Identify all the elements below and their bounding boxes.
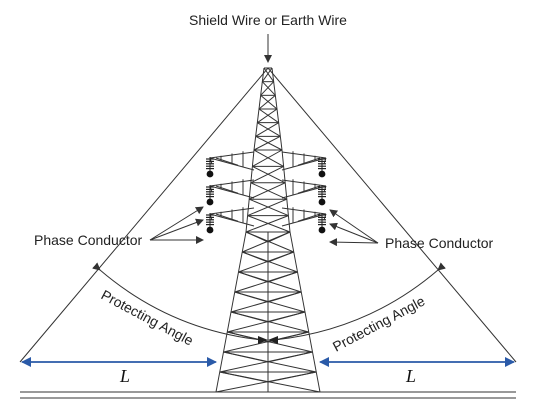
lattice-member: [252, 165, 286, 184]
distance-label-right: L: [405, 366, 416, 386]
conductor-dot-icon: [318, 226, 326, 234]
phase-conductor-label-left: Phase Conductor: [34, 232, 143, 248]
lattice-member: [263, 67, 275, 82]
lattice-member: [253, 149, 284, 167]
lattice-member: [267, 271, 298, 283]
protecting-angle-label-right: Protecting Angle: [330, 293, 428, 355]
lattice-member: [234, 291, 269, 303]
lattice-member: [253, 135, 281, 151]
lattice-member: [297, 185, 321, 194]
lattice-member: [267, 371, 317, 383]
protecting-angle-arc-left: [92, 262, 263, 341]
lattice-member: [297, 157, 321, 166]
lattice-member: [281, 149, 291, 233]
insulators-right: [318, 157, 326, 234]
lattice-member: [257, 122, 281, 137]
conductor-dot-icon: [206, 226, 214, 234]
phase-conductor-label-right: Phase Conductor: [385, 235, 494, 251]
shield-wire-label: Shield Wire or Earth Wire: [189, 12, 347, 28]
lattice-member: [267, 351, 313, 363]
protecting-angle-label-left: Protecting Angle: [99, 287, 197, 349]
phase-pointer-right-1: [329, 209, 379, 244]
lattice-member: [250, 182, 288, 200]
lattice-member: [245, 231, 269, 243]
lattice-member: [252, 149, 283, 167]
lattice-member: [215, 157, 239, 166]
insulator-string-icon: [206, 157, 214, 171]
conductor-dot-icon: [318, 170, 326, 178]
distance-label-left: L: [119, 366, 130, 386]
lattice-member: [258, 108, 279, 124]
lattice-member: [297, 213, 321, 222]
insulator-string-icon: [206, 185, 214, 199]
conductor-dot-icon: [318, 198, 326, 206]
lattice-member: [245, 215, 289, 233]
lattice-member: [255, 135, 283, 151]
lattice-member: [223, 351, 269, 363]
lattice-member: [267, 291, 302, 303]
phase-pointer-left-1: [149, 206, 204, 241]
lattice-member: [261, 67, 273, 82]
insulator-string-icon: [318, 185, 326, 199]
lattice-member: [242, 251, 269, 263]
lattice-member: [247, 198, 287, 217]
lattice-member: [248, 182, 286, 200]
lattice-member: [249, 198, 289, 217]
lattice-member: [261, 81, 276, 96]
phase-pointer-left-2: [149, 218, 204, 241]
insulators-left: [206, 157, 214, 234]
insulator-string-icon: [318, 213, 326, 227]
lattice-member: [238, 271, 269, 283]
lattice-member: [267, 251, 294, 263]
lattice-member: [250, 165, 284, 184]
insulator-string-icon: [206, 213, 214, 227]
insulator-string-icon: [318, 157, 326, 171]
lattice-member: [258, 94, 276, 110]
lattice-member: [245, 149, 255, 233]
lattice-member: [247, 215, 291, 233]
lattice-member: [219, 371, 269, 383]
angle-vertex-icon: [258, 336, 278, 344]
tower-lattice: [209, 67, 327, 393]
lattice-member: [230, 311, 269, 323]
conductor-dot-icon: [206, 198, 214, 206]
lattice-member: [267, 311, 306, 323]
lattice-member: [260, 94, 278, 110]
lattice-member: [215, 213, 239, 222]
lattice-member: [260, 81, 275, 96]
conductor-dot-icon: [206, 170, 214, 178]
phase-pointer-right-2: [329, 222, 379, 244]
lattice-member: [215, 185, 239, 194]
lattice-member: [267, 231, 291, 243]
phase-pointer-right-3: [329, 238, 379, 247]
lattice-member: [255, 122, 279, 137]
lattice-member: [257, 108, 278, 124]
protecting-angle-arc-right: [273, 262, 446, 341]
